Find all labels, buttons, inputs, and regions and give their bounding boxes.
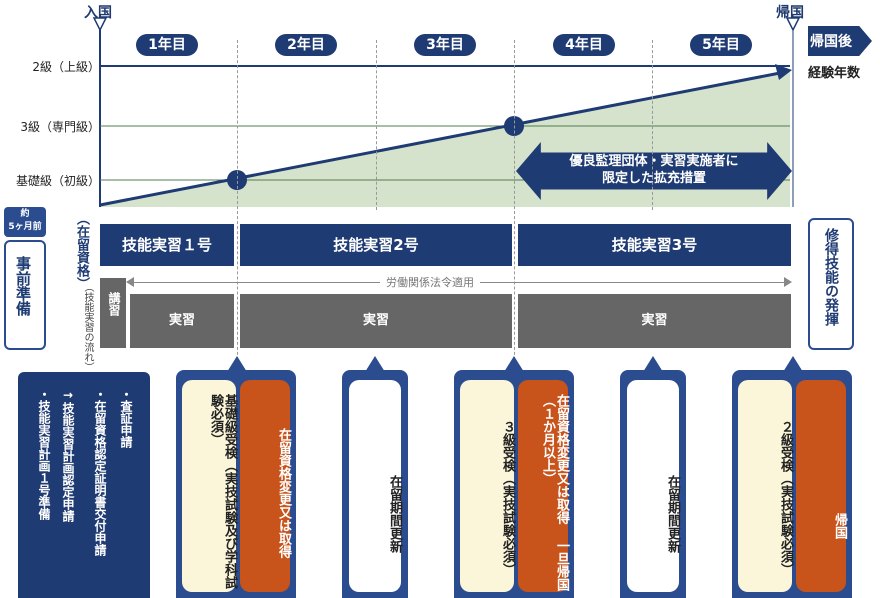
year-divider-2 [376,40,377,210]
after-return-arrow [808,26,872,56]
skill-application-box [808,218,854,350]
year-pill-5: 5年目 [690,34,752,56]
progress-arrow [99,71,781,207]
year-pill-3: 3年目 [414,34,476,56]
months-before-text: 約 5ヶ月前 [8,209,42,232]
experience-years-label: 経験年数 [808,66,861,81]
step-frame-4-notch [643,356,663,372]
renewal-card-2: 在留期間更新 [627,380,680,592]
return-flag [785,17,801,32]
prep-step-1-sub: →技能実習計画認定申請 [61,388,75,522]
flow-label: （技能実習の流れ） [82,282,93,372]
prep-steps-panel [18,372,150,598]
year-divider-3 [514,40,515,370]
step-frame-2-notch [365,356,385,372]
status-label: （在留資格） [74,212,89,290]
level-2-exam-card: ２級受検（実技試験必須） [738,380,793,592]
program-band-1: 技能実習１号 [100,224,234,266]
progress-arrowhead [775,64,792,80]
skill-application-label: 修得技能の発揮 [823,228,839,326]
status-change-card-2: 在留資格変更又は取得 一旦帰国（１か月以上） [518,380,569,592]
lecture-box [100,278,126,348]
y-label-level-2: 2級（上級） [32,60,100,74]
labor-law-label: 労働関係法令適用 [380,274,480,290]
renewal-card-1: 在留期間更新 [349,380,402,592]
labor-law-arrow-left [126,277,134,287]
return-home-card: 帰国 [796,380,847,592]
labor-law-arrow-right [784,277,792,287]
step-frame-3-notch [504,356,524,372]
year-divider-4 [652,40,653,210]
status-change-card-1: 在留資格変更又は取得 [240,380,291,592]
preparation-box [4,240,46,350]
year-pill-4: 4年目 [553,34,615,56]
year-pill-2: 2年目 [275,34,337,56]
level-3-exam-card: ３級受検（実技試験必須） [460,380,515,592]
y-label-basic: 基礎級（初級） [15,174,100,188]
step-frame-1-notch [227,356,247,372]
prep-step-3: ・査証申請 [119,388,133,448]
training-bar-1: 実習 [130,294,234,348]
year-divider-1 [237,40,238,370]
prep-step-2: ・在留資格認定証明書交付申請 [93,388,107,556]
program-band-3: 技能実習3号 [518,224,791,266]
year-pill-1: 1年目 [136,34,198,56]
return-label: 帰国 [776,5,804,21]
basic-exam-card: 基礎級受検（実技試験及び学科試験必須） [182,380,237,592]
expansion-callout-text: 優良監理団体・実習実施者に 限定した拡充措置 [569,154,739,186]
training-bar-2: 実習 [240,294,512,348]
after-return-label: 帰国後 [810,34,852,50]
preparation-label: 事前準備 [14,256,32,316]
training-bar-3: 実習 [518,294,791,348]
y-label-level-3: 3級（専門級） [20,120,100,134]
entry-label: 入国 [84,5,112,21]
step-frame-5-notch [783,356,803,372]
program-band-2: 技能実習2号 [240,224,512,266]
entry-flag [92,17,108,32]
lecture-label: 講習 [107,292,121,316]
months-before-badge [4,207,46,237]
prep-step-1: ・技能実習計画１号準備 [37,388,51,520]
